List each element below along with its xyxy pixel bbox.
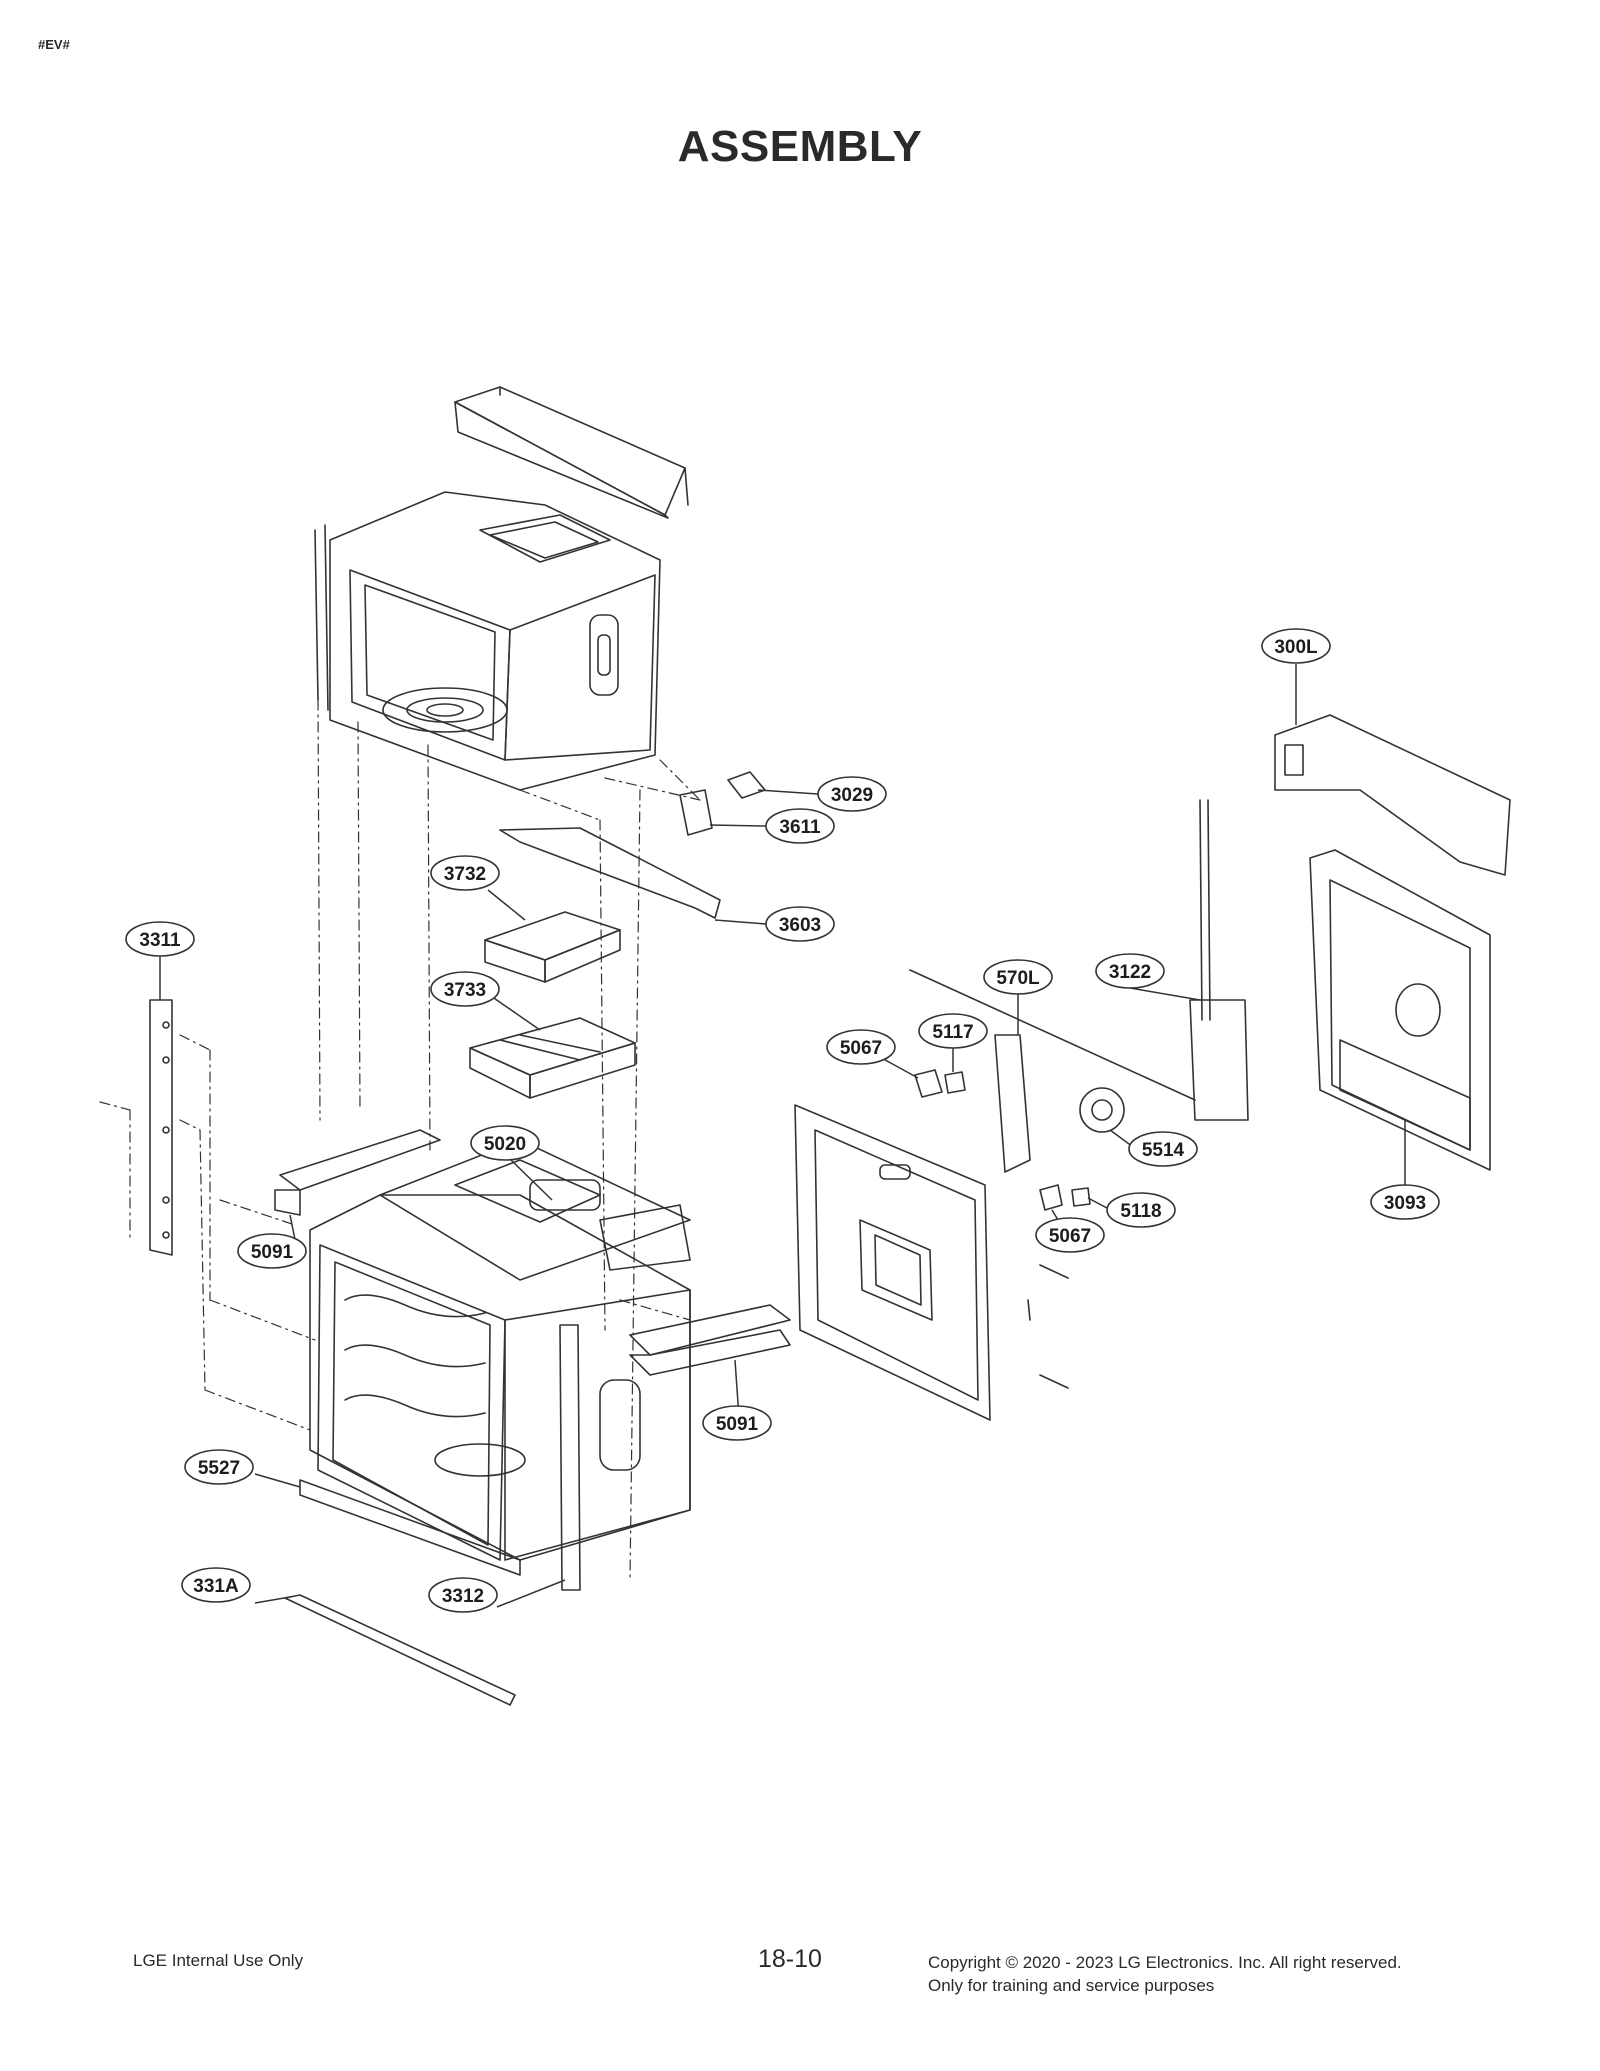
svg-text:3603: 3603 [779,915,821,936]
callout-3611: 3611 [765,808,835,844]
back-panel-3093-part [1309,849,1491,1171]
svg-text:3311: 3311 [139,930,181,951]
callout-5091-right: 5091 [702,1405,772,1441]
callout-5514: 5514 [1128,1131,1198,1167]
lower-oven-cavity-part [309,1139,691,1561]
svg-text:3029: 3029 [831,785,873,806]
bracket-5067-lower-part [1039,1184,1063,1211]
svg-text:300L: 300L [1274,637,1318,658]
svg-text:3093: 3093 [1384,1193,1426,1214]
callout-3029: 3029 [817,776,887,812]
callout-5020: 5020 [470,1125,540,1161]
svg-text:331A: 331A [193,1576,239,1597]
svg-text:3733: 3733 [444,980,486,1001]
box-3732-part [484,911,621,983]
callout-3093: 3093 [1370,1184,1440,1220]
callout-5118: 5118 [1106,1192,1176,1228]
copyright-text: Copyright © 2020 - 2023 LG Electronics. … [928,1953,1402,1972]
seal-5527-part [299,1479,521,1576]
callout-300L: 300L [1261,628,1331,664]
page-number: 18-10 [758,1945,822,1973]
callout-3312: 3312 [428,1577,498,1613]
callout-570L: 570L [983,959,1053,995]
channel-5091-lower-part [629,1304,791,1356]
svg-text:5118: 5118 [1120,1201,1161,1222]
document-tag: #EV# [38,37,70,52]
svg-text:5067: 5067 [1049,1226,1091,1247]
bracket-3611-part [679,789,713,836]
rear-panel-part [794,1104,991,1421]
bracket-3029-part [727,771,766,799]
svg-text:3732: 3732 [444,864,486,885]
clip-5117-part [944,1071,966,1094]
callout-3603: 3603 [765,906,835,942]
training-note: Only for training and service purposes [928,1976,1215,1995]
footer-internal-use: LGE Internal Use Only [133,1951,304,1970]
trim-strip-331A-part [284,1594,516,1706]
callout-5091-left: 5091 [237,1233,307,1269]
svg-text:3122: 3122 [1109,962,1151,983]
callout-5117: 5117 [918,1013,988,1049]
panel-570L-part [994,1034,1031,1173]
callout-3732: 3732 [430,855,500,891]
footer-copyright-block: Copyright © 2020 - 2023 LG Electronics. … [928,1951,1402,1997]
upper-cavity-part [314,491,661,791]
svg-text:3312: 3312 [442,1586,484,1607]
bracket-5067-upper-part [914,1069,943,1098]
callout-5067-lower: 5067 [1035,1217,1105,1253]
callout-331A: 331A [181,1567,251,1603]
callout-5527: 5527 [184,1449,254,1485]
callout-3733: 3733 [430,971,500,1007]
svg-text:5091: 5091 [716,1414,759,1435]
channel-5091-upper-part [279,1129,441,1191]
svg-text:5067: 5067 [840,1038,882,1059]
bracket-3603-part [499,827,721,919]
motor-5514-part [1079,1087,1125,1133]
clip-5118-part [1071,1187,1091,1207]
svg-text:5527: 5527 [198,1458,240,1479]
side-rail-3311-part [149,999,173,1256]
callout-3122: 3122 [1095,953,1165,989]
module-3733-part [469,1017,636,1099]
svg-text:5020: 5020 [484,1134,526,1155]
callout-5067-upper: 5067 [826,1029,896,1065]
svg-text:5514: 5514 [1142,1140,1185,1161]
side-rail-3312-part [559,1324,581,1591]
top-vent-cover-part [454,386,689,519]
page-title: ASSEMBLY [677,122,923,171]
svg-text:5117: 5117 [932,1022,973,1043]
svg-text:3611: 3611 [779,817,821,838]
rear-cover-300L-part [1274,714,1511,876]
assembly-3122-part [1189,799,1249,1121]
svg-text:570L: 570L [996,968,1040,989]
svg-text:5091: 5091 [251,1242,294,1263]
callout-3311: 3311 [125,921,195,957]
